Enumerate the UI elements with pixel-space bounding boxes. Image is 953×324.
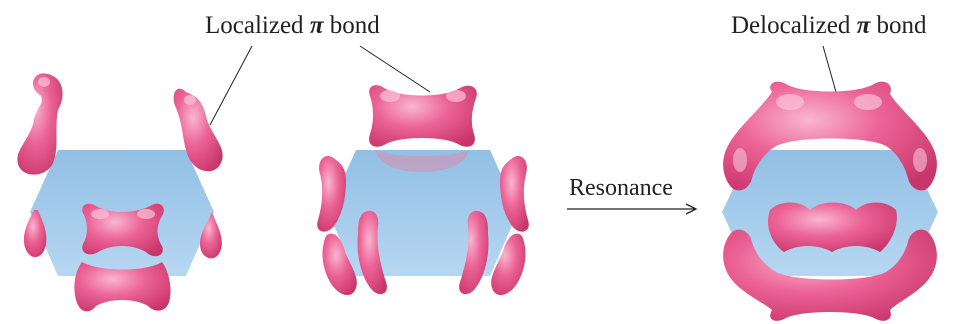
orbital-highlight xyxy=(446,90,466,102)
delocalized-structure xyxy=(722,82,938,321)
orbital-highlight xyxy=(913,148,927,172)
orbital-highlight xyxy=(776,94,804,110)
resonance-arrow xyxy=(567,204,696,214)
orbital-highlight xyxy=(38,77,50,87)
localized-structure-1 xyxy=(17,73,222,311)
delocalized-leader-line xyxy=(823,46,836,92)
localized-leader-line xyxy=(360,46,430,92)
orbital-highlight xyxy=(91,209,109,219)
p-orbital-lobe xyxy=(768,203,897,253)
orbital-highlight xyxy=(854,94,882,110)
orbital-highlight xyxy=(733,148,747,172)
orbital-highlight xyxy=(184,95,196,105)
localized-structure-2 xyxy=(317,85,529,295)
localized-leader-line xyxy=(210,46,252,125)
orbital-highlight xyxy=(137,209,155,219)
orbital-highlight xyxy=(380,90,400,102)
